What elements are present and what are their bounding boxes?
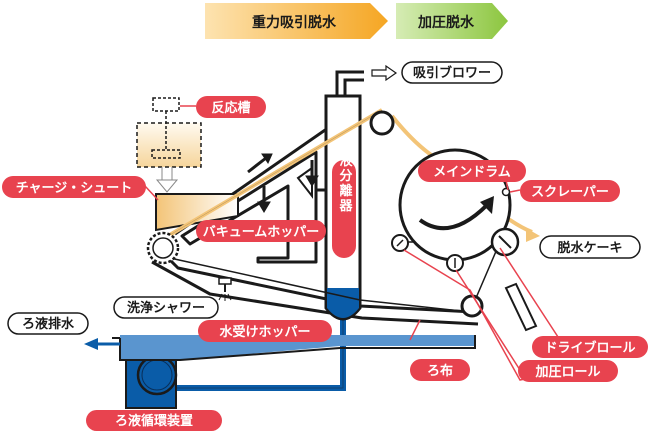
callout-suction-blower: 吸引ブロワー <box>401 61 503 84</box>
stage-gravity-label: 重力吸引脱水 <box>252 14 337 31</box>
callout-filtrate-circulation: ろ液循環装置 <box>86 410 222 431</box>
filtrate-circulation-label: ろ液循環装置 <box>115 413 193 429</box>
callout-filter-cloth: ろ布 <box>410 359 470 381</box>
press-roll-label: 加圧ロール <box>534 365 600 380</box>
callout-water-hopper: 水受けホッパー <box>198 320 332 342</box>
drive-roll-label: ドライブロール <box>544 340 635 356</box>
callout-reaction-tank: 反応槽 <box>196 96 266 118</box>
press-roll-left <box>391 234 409 252</box>
drive-gear <box>146 231 180 265</box>
callout-filtrate-drain: ろ液排水 <box>7 312 89 335</box>
filtrate-drain-arrow <box>84 338 120 350</box>
top-roller <box>369 110 395 136</box>
water-hopper-label: 水受けホッパー <box>219 324 310 340</box>
callout-scraper: スクレーパー <box>520 180 620 202</box>
press-roll-bottom <box>446 254 464 272</box>
callout-dewatered-cake: 脱水ケーキ <box>539 235 641 259</box>
dewatered-cake-label: 脱水ケーキ <box>557 240 622 256</box>
scraper-label: スクレーパー <box>531 185 609 200</box>
blower-outlet-arrow <box>371 64 398 82</box>
callout-vacuum-hopper: バキュームホッパー <box>196 220 326 242</box>
scraper-blade <box>504 282 538 332</box>
reaction-tank <box>136 97 202 193</box>
main-drum-label: メインドラム <box>433 165 511 180</box>
charge-chute-label: チャージ・シュート <box>16 181 133 196</box>
filter-cloth-label: ろ布 <box>427 363 453 379</box>
filtrate-drain-label: ろ液排水 <box>22 316 75 332</box>
flow-arrows <box>247 153 319 213</box>
stage-arrow-gravity <box>205 3 388 39</box>
callout-wash-shower: 洗浄シャワー <box>113 296 219 319</box>
callout-gas-liquid-separator: 気液分離器 <box>332 138 356 258</box>
wash-shower-label: 洗浄シャワー <box>127 300 205 316</box>
reaction-tank-label: 反応槽 <box>211 100 250 116</box>
callout-drive-roll: ドライブロール <box>532 336 648 358</box>
stage-arrow-press <box>396 3 508 39</box>
vacuum-hopper-label: バキュームホッパー <box>203 225 320 240</box>
callout-press-roll: 加圧ロール <box>518 360 618 382</box>
callout-charge-chute: チャージ・シュート <box>2 176 146 198</box>
wash-shower-nozzle <box>218 277 232 301</box>
drive-roll <box>490 227 520 257</box>
stage-press-label: 加圧脱水 <box>417 14 475 31</box>
charge-chute <box>155 193 239 232</box>
suction-blower-label: 吸引ブロワー <box>413 65 491 81</box>
gas-liquid-separator-label: 気液分離器 <box>337 138 354 214</box>
callout-main-drum: メインドラム <box>418 160 526 182</box>
